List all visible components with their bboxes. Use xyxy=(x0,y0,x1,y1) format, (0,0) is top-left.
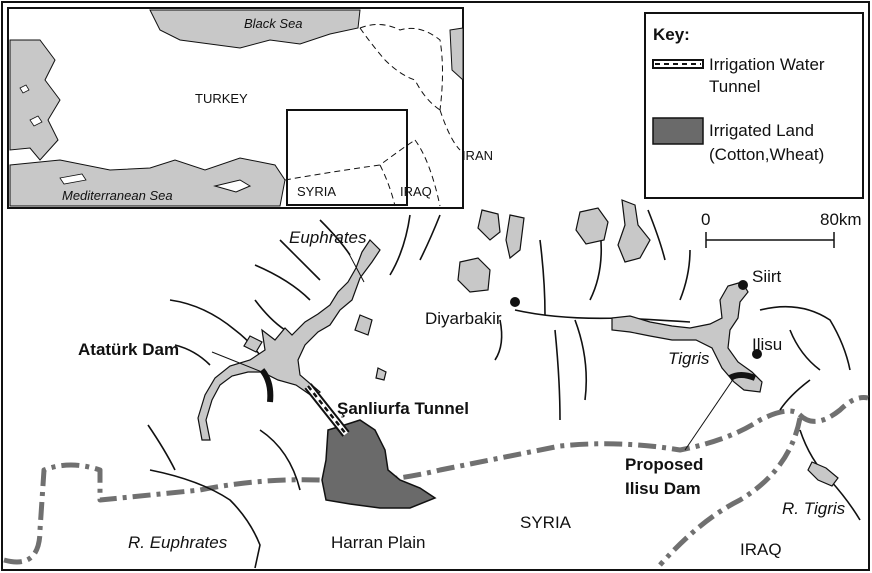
key-frame xyxy=(644,12,864,199)
river-branch xyxy=(254,299,286,331)
key-irrigated-swatch xyxy=(652,117,704,145)
river-branch xyxy=(419,214,441,261)
label-proposed: Proposed xyxy=(625,455,703,474)
inset-border xyxy=(284,139,416,181)
mediterranean-sea xyxy=(9,157,286,207)
label-r-tigris: R. Tigris xyxy=(782,499,846,518)
proposed-dam-leader xyxy=(684,377,735,451)
inset-border xyxy=(359,27,441,111)
scale-bar-end: 80km xyxy=(820,210,862,229)
inset-label-iraq: IRAQ xyxy=(400,184,432,199)
cyprus xyxy=(213,179,252,193)
lake xyxy=(457,257,491,293)
black-sea xyxy=(149,9,361,49)
key-tunnel-label-1: Irrigation Water xyxy=(709,55,825,74)
label-euphrates: Euphrates xyxy=(289,228,367,247)
aegean-sea xyxy=(9,39,61,161)
island xyxy=(19,84,30,94)
sanliurfa-tunnel xyxy=(304,383,350,437)
label-syria: SYRIA xyxy=(520,513,572,532)
key-irrigated-label-1: Irrigated Land xyxy=(709,121,814,140)
inset-border xyxy=(439,109,461,151)
key-irrigated-label-2: (Cotton,Wheat) xyxy=(709,145,824,164)
lake xyxy=(575,207,609,245)
label-r-euphrates: R. Euphrates xyxy=(128,533,228,552)
map-key: Key: Irrigation Water Tunnel Irrigated L… xyxy=(644,12,864,199)
tigris-river-lower xyxy=(807,461,839,487)
ataturk-dam-leader xyxy=(211,351,263,373)
euphrates-label-leader xyxy=(347,251,365,283)
river-branch xyxy=(539,239,546,316)
river-branch xyxy=(389,214,411,276)
scale-bar-start: 0 xyxy=(701,210,710,229)
river-branch xyxy=(174,344,211,366)
river-branch xyxy=(679,249,691,301)
inset-label-mediterranean: Mediterranean Sea xyxy=(62,188,173,203)
ataturk-reservoir xyxy=(197,239,381,441)
inset-label-black-sea: Black Sea xyxy=(244,16,303,31)
scale-bar: 0 80km xyxy=(701,210,862,248)
inset-map: Black Sea TURKEY IRAN SYRIA IRAQ Mediter… xyxy=(7,7,493,209)
town-marker-diyarbakir xyxy=(510,297,520,307)
label-iraq: IRAQ xyxy=(740,540,782,559)
river-branch xyxy=(779,379,811,411)
tigris-channel xyxy=(611,281,763,393)
reservoir-arm xyxy=(375,367,387,381)
label-harran-plain: Harran Plain xyxy=(331,533,426,552)
town-marker-ilisu xyxy=(752,349,762,359)
island xyxy=(29,115,43,127)
river-branch xyxy=(789,329,821,371)
island xyxy=(59,173,87,185)
syria-iraq-border xyxy=(658,417,803,567)
river-branch xyxy=(149,469,261,569)
river-branch xyxy=(494,319,503,361)
river-branch xyxy=(259,429,301,491)
label-ilisu: Ilisu xyxy=(752,335,782,354)
river-branch xyxy=(147,424,176,471)
river-branch xyxy=(554,329,561,421)
inset-label-syria: SYRIA xyxy=(297,184,336,199)
ataturk-dam-symbol xyxy=(259,368,274,403)
river-branch xyxy=(647,209,666,261)
label-tigris: Tigris xyxy=(668,349,710,368)
proposed-ilisu-dam-symbol xyxy=(728,372,757,381)
river-branch xyxy=(254,264,311,301)
euphrates-reservoir xyxy=(197,199,839,487)
river-branch xyxy=(279,239,321,281)
key-tunnel-label-2: Tunnel xyxy=(709,77,760,96)
lake xyxy=(477,209,501,241)
inset-focus-box xyxy=(286,109,408,206)
river-branch xyxy=(574,319,587,401)
label-siirt: Siirt xyxy=(752,267,782,286)
reservoir-arm xyxy=(354,314,373,336)
label-ataturk-dam: Atatürk Dam xyxy=(78,340,179,359)
reservoir-arm xyxy=(243,335,263,353)
town-marker-siirt xyxy=(738,280,748,290)
lake xyxy=(617,199,651,263)
lake xyxy=(505,214,525,260)
label-sanliurfa-tunnel: Şanliurfa Tunnel xyxy=(337,399,469,418)
syria-turkey-border xyxy=(3,395,869,565)
label-diyarbakir: Diyarbakir xyxy=(425,309,502,328)
inset-border xyxy=(379,164,396,207)
inset-label-iran: IRAN xyxy=(462,148,493,163)
river-branch xyxy=(759,305,851,371)
key-title: Key: xyxy=(653,25,690,44)
inset-border xyxy=(359,24,443,111)
tunnel-dash xyxy=(307,385,347,435)
inset-border xyxy=(414,139,441,207)
label-ilisu-dam: Ilisu Dam xyxy=(625,479,701,498)
caspian-sea xyxy=(449,27,464,82)
inset-label-turkey: TURKEY xyxy=(195,91,248,106)
